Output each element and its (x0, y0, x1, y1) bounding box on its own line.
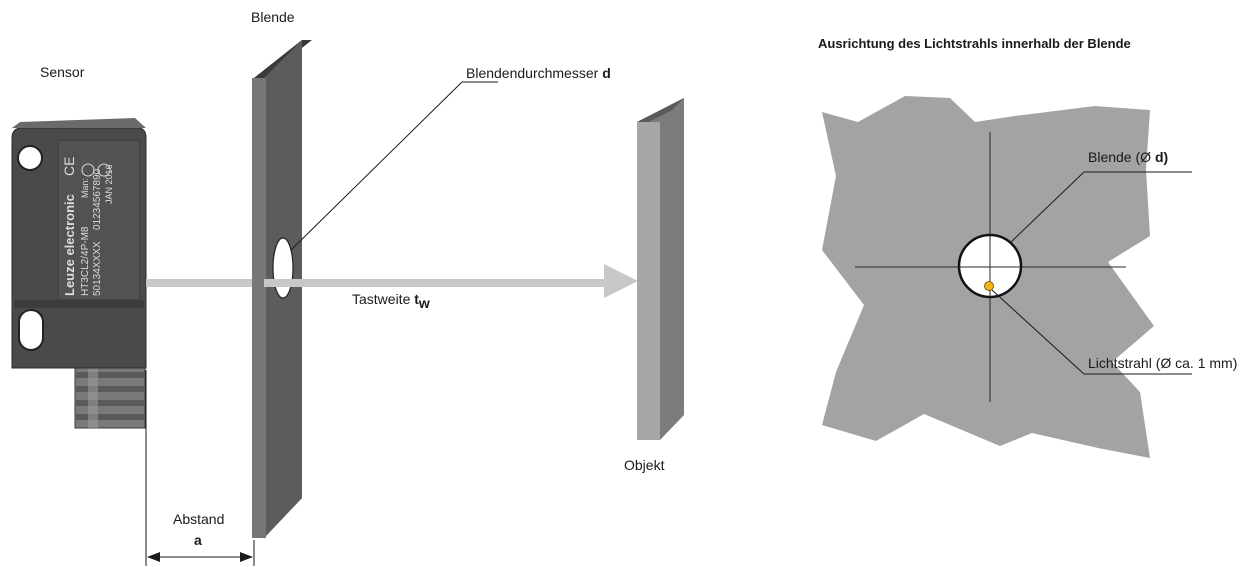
sensor-part-number-text: 50134XXXX (92, 241, 103, 296)
distance-dimension (145, 370, 255, 566)
range-label: Tastweite tw (352, 291, 430, 311)
sensor-device: Leuze electronic HT3CL2/4P-M8 50134XXXX … (11, 118, 147, 429)
light-beam (146, 264, 638, 298)
light-spot-icon (984, 281, 994, 291)
object-label: Objekt (624, 457, 665, 473)
aperture-leader-line (1009, 171, 1085, 244)
object-block (637, 98, 684, 440)
sensor-label: Sensor (40, 64, 85, 80)
diameter-leader-line (290, 81, 463, 251)
aperture-label: Blende (Ø d) (1088, 149, 1168, 165)
mounting-hole-bottom (18, 309, 44, 351)
beam-leader-line (991, 289, 1085, 375)
distance-symbol: a (194, 532, 202, 548)
sensor-connector (74, 359, 146, 429)
sensor-serial-text: 01234567890 (92, 168, 103, 230)
sensor-brand-text: Leuze electronic (62, 194, 77, 296)
sensor-model-text: HT3CL2/4P-M8 (80, 226, 91, 296)
distance-label: Abstand (173, 511, 224, 527)
aperture-hole (272, 237, 294, 299)
ul-mark-icon (81, 163, 95, 177)
beam-label: Lichtstrahl (Ø ca. 1 mm) (1088, 355, 1237, 371)
diameter-label: Blendendurchmesser d (466, 65, 611, 81)
alignment-title: Ausrichtung des Lichtstrahls innerhalb d… (818, 36, 1131, 51)
sensor-date-text: JAN 2016 (104, 164, 114, 204)
ce-mark-icon: CE (61, 157, 77, 176)
sensor-man-label: Man: (80, 178, 90, 198)
blende-label: Blende (251, 9, 295, 25)
mounting-hole-top (17, 145, 43, 171)
approval-mark-icon (97, 163, 111, 177)
